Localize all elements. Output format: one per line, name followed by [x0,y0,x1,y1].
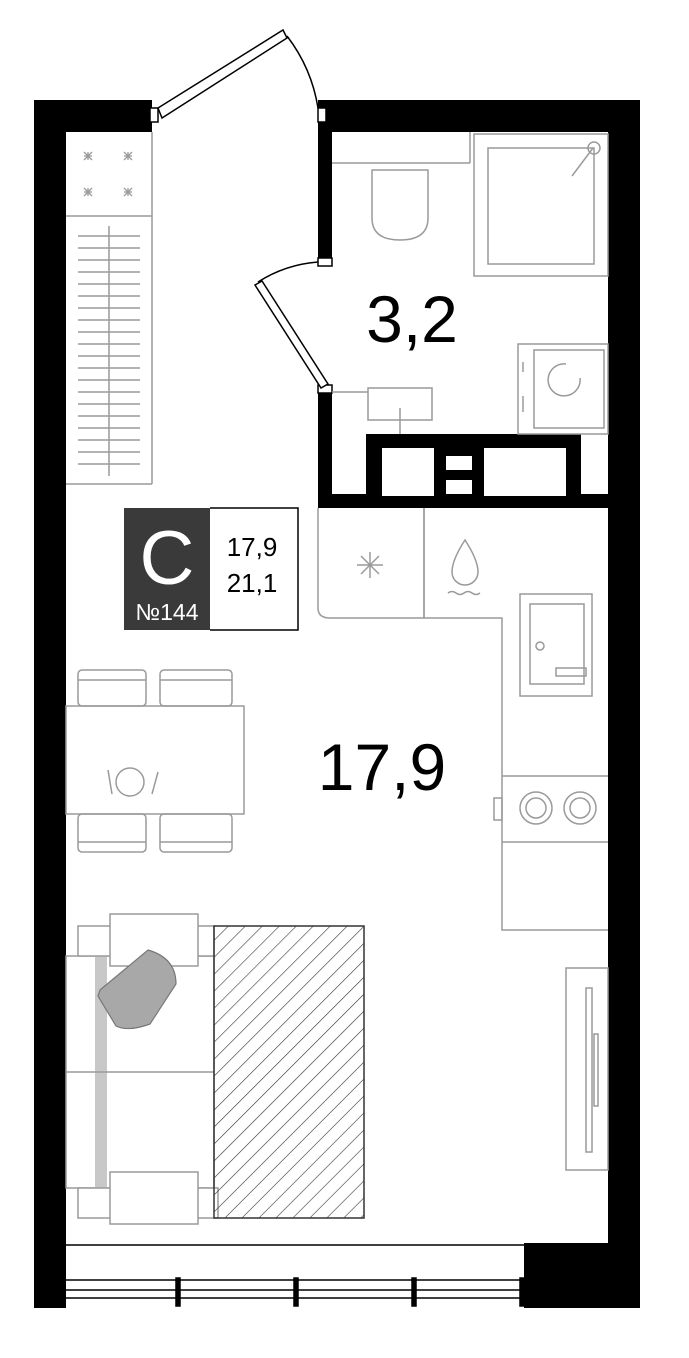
chair-bottom-left [77,813,147,853]
tv-icon [585,987,593,1153]
wall-top-left [34,100,152,132]
toilet-icon [371,169,429,241]
socket-icons [83,151,133,197]
bathroom-area-label: 3,2 [366,282,458,356]
entrance-door [149,28,327,123]
tv-stand [565,967,609,1171]
washing-machine-icon [517,343,609,435]
rail-post [41,1277,47,1307]
badge-dark-block [124,508,210,630]
walls [34,100,640,1308]
snowflake-icon [357,552,383,578]
bathroom-fixtures [332,132,609,435]
window-rail [34,1244,525,1307]
rail-post [519,1277,525,1307]
fridge-icon [317,508,425,619]
rail-posts [41,1277,525,1307]
stove-icon [493,797,503,821]
nightstand-bottom [109,1171,199,1225]
installation-block [366,434,581,496]
hangers [78,235,140,465]
living-area-value: 17,9 [227,532,278,562]
burner-right-icon [563,791,597,825]
dining-table [65,705,245,815]
wall-left [34,100,66,1308]
apartment-badge: С №144 17,9 21,1 [124,507,299,631]
apartment-number: №144 [135,599,198,625]
burner-left-icon [519,791,553,825]
wall-bathroom-bottom [318,494,640,508]
chair-top-right [159,669,233,707]
wall-top-right [318,100,640,132]
wall-bathroom-left-lower [318,392,332,508]
bathroom-door [253,257,333,394]
rug [213,925,365,1219]
sink-icon [519,593,593,697]
wardrobe [66,132,153,485]
kitchen [317,508,608,931]
total-area-value: 21,1 [227,568,278,598]
pillow-icon [97,949,177,1030]
plate-icon [115,767,145,797]
bed [65,913,219,1225]
dining-area [65,669,245,853]
apartment-type-letter: С [140,516,195,601]
wall-corner-bottom-right [524,1243,640,1308]
rail-post [175,1277,181,1307]
wall-right [608,100,640,1308]
rail-post [293,1277,299,1307]
washbasin-icon [367,387,433,421]
wall-bathroom-left-upper [318,100,332,260]
chair-bottom-right [159,813,233,853]
rail-post [57,1277,63,1307]
rail-post [411,1277,417,1307]
chair-top-left [77,669,147,707]
shower-tray-icon [473,133,609,277]
water-drop-icon [447,538,481,596]
studio-area-label: 17,9 [318,730,446,804]
